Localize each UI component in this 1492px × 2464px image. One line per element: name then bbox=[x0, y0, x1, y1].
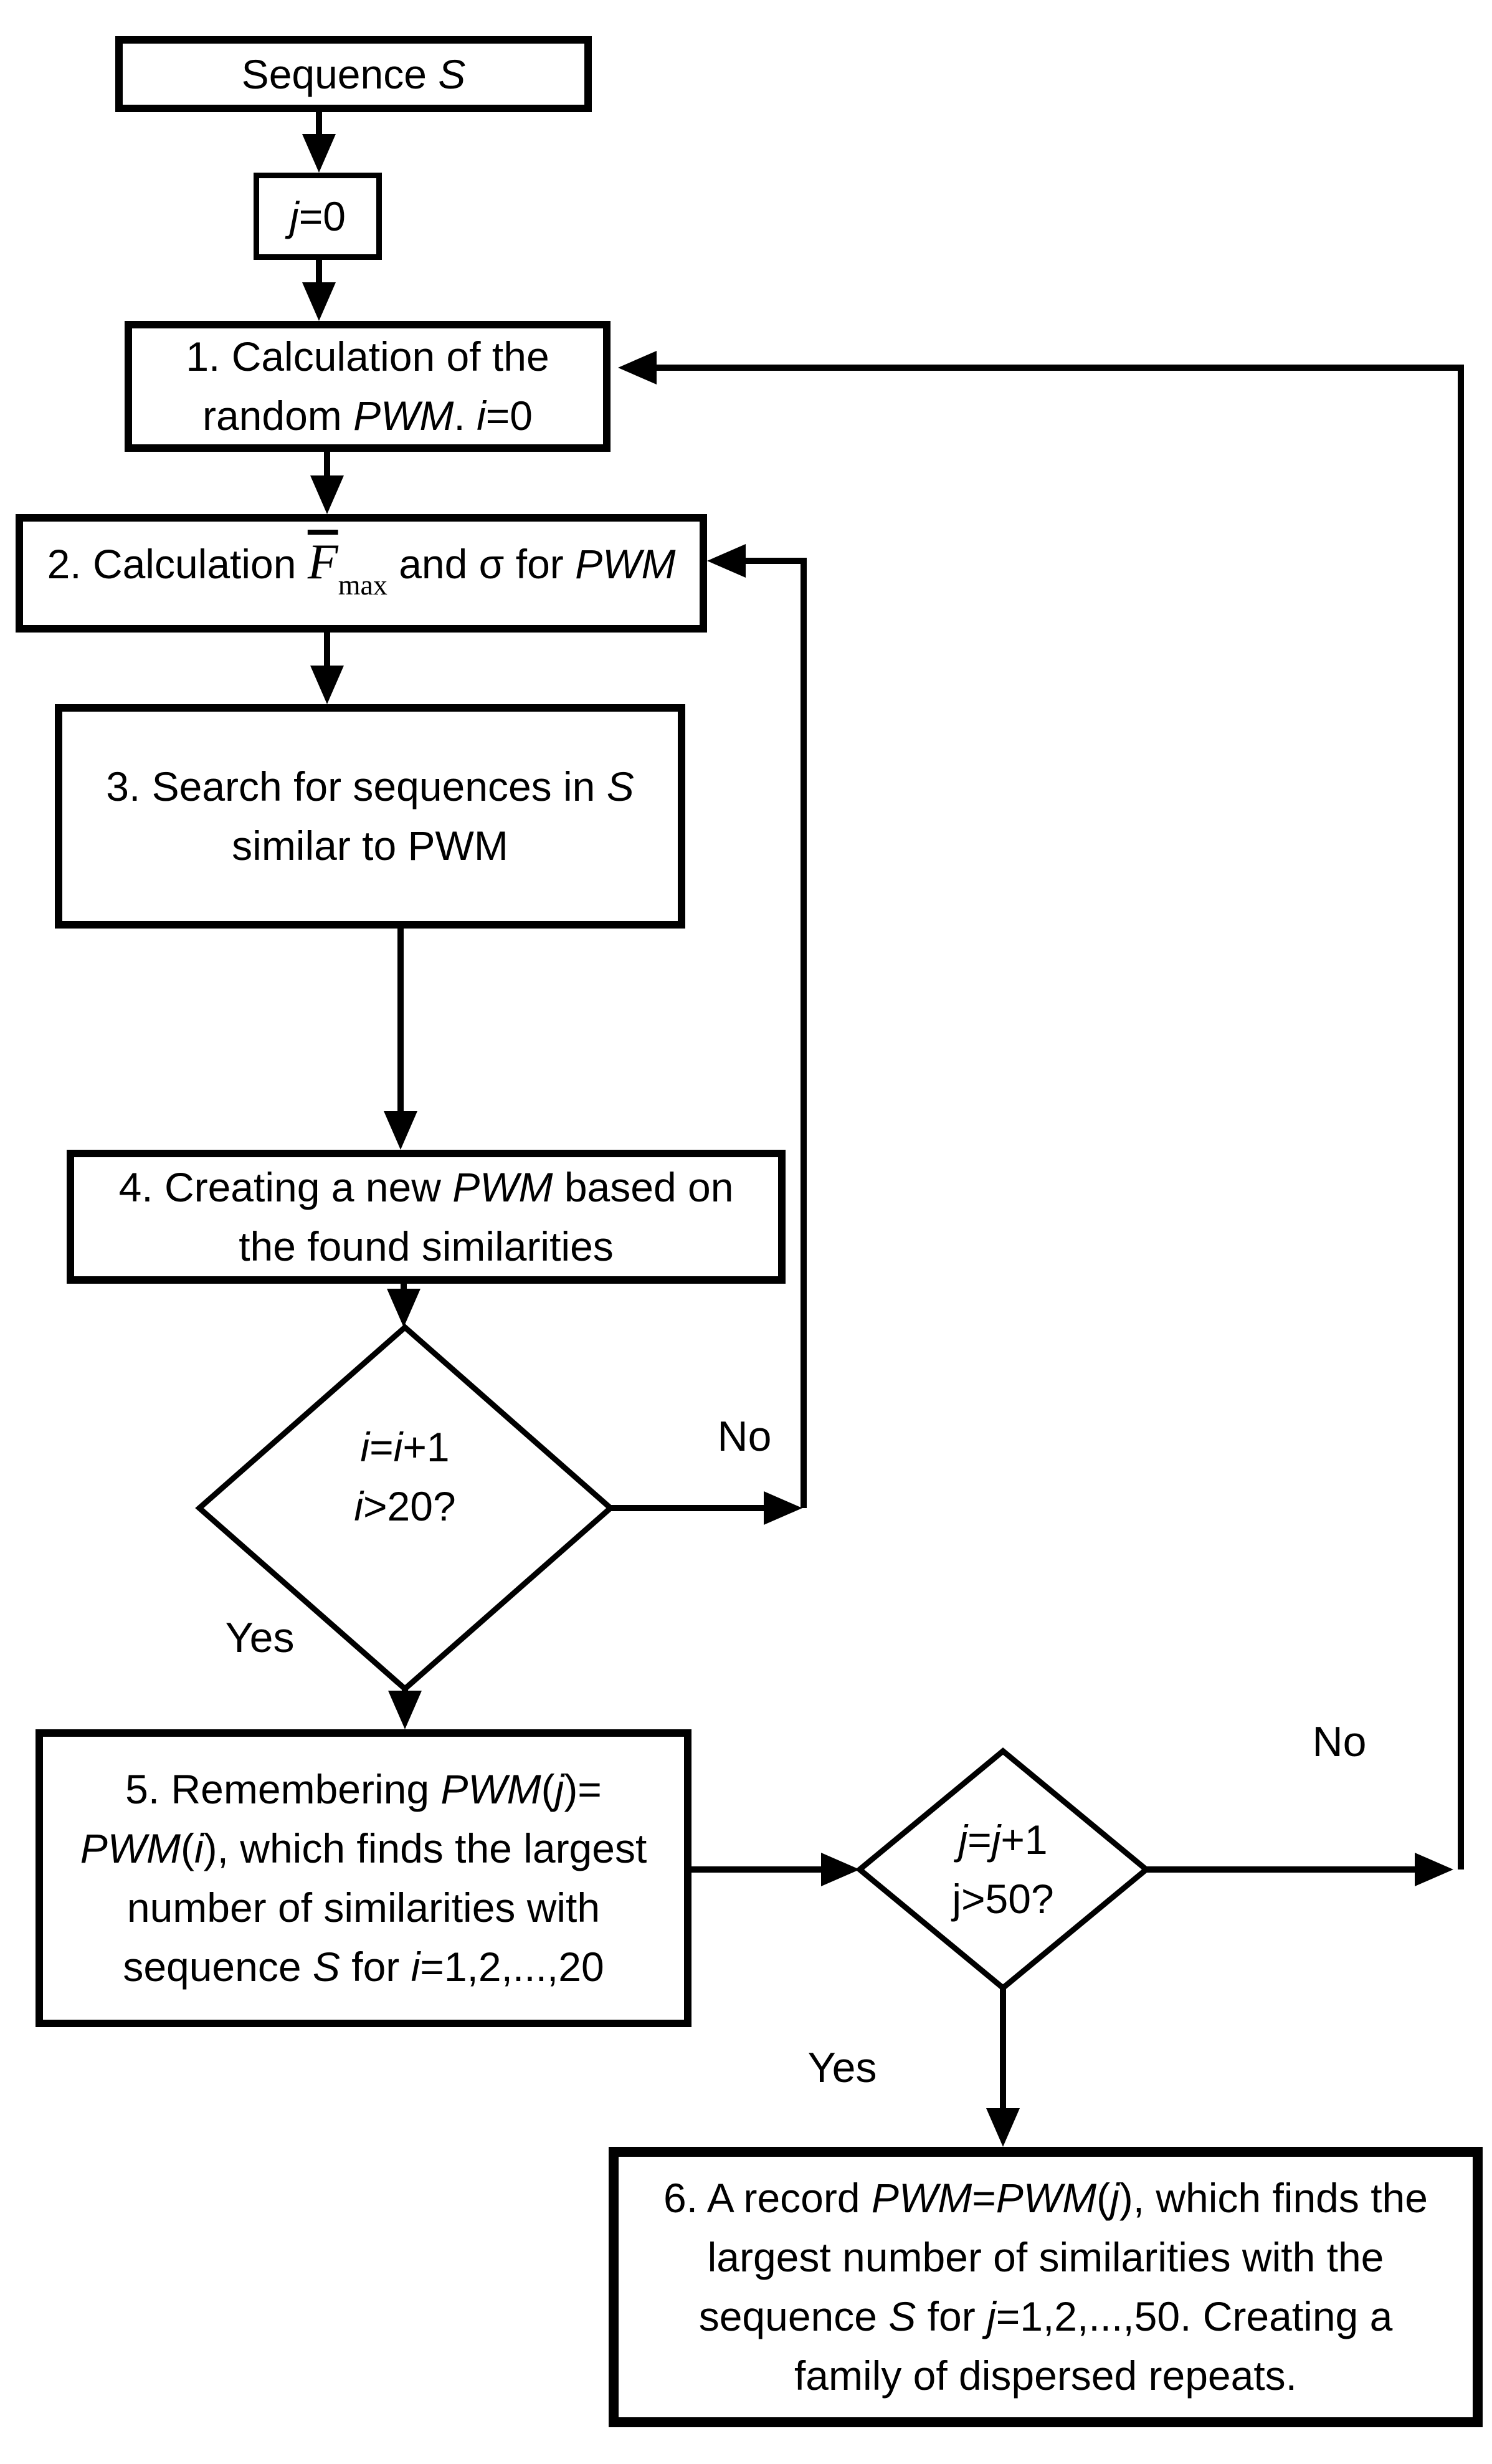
no-label-dec2: No bbox=[1312, 1718, 1367, 1765]
node-step5-remembering-pwm: 5. Remembering PWM(j)= PWM(i), which fin… bbox=[36, 1729, 691, 2027]
dec1-line-2: i>20? bbox=[354, 1483, 456, 1529]
step6-line-1: 6. A record PWM=PWM(j), which finds the bbox=[663, 2175, 1428, 2221]
node-step6-record-pwm: 6. A record PWM=PWM(j), which finds the … bbox=[609, 2147, 1483, 2427]
dec1-line-1: i=i+1 bbox=[360, 1424, 450, 1470]
arrowhead-seq-to-j0 bbox=[302, 134, 336, 173]
node-sequence-s: Sequence S bbox=[115, 36, 592, 112]
step4-line-1: 4. Creating a new PWM based on bbox=[118, 1163, 734, 1210]
step3-line-2: similar to PWM bbox=[232, 823, 508, 869]
step6-line-3: sequence S for j=1,2,...,50. Creating a bbox=[698, 2293, 1393, 2339]
arrowhead-step3-to-step4 bbox=[384, 1111, 417, 1150]
dec2-line-1: j=j+1 bbox=[958, 1817, 1048, 1863]
decision-j-gt-50-text: j=j+1 j>50? bbox=[885, 1788, 1121, 1951]
no-label-dec1: No bbox=[717, 1413, 772, 1460]
step5-line-1: 5. Remembering PWM(j)= bbox=[125, 1766, 602, 1812]
arrowhead-step1-to-step2 bbox=[310, 475, 344, 514]
decision-i-gt-20-text: i=i+1 i>20? bbox=[262, 1390, 548, 1564]
arrowhead-dec2-yes-to-step6 bbox=[986, 2108, 1020, 2147]
line-inner-feedback bbox=[743, 558, 807, 1508]
arrowhead-step5-to-dec2 bbox=[821, 1853, 860, 1886]
step2-line-1: 2. Calculation Fmax and σ for PWM bbox=[47, 534, 676, 601]
arrowhead-step4-to-dec1 bbox=[387, 1289, 421, 1327]
arrowhead-step2-to-step3 bbox=[310, 666, 344, 704]
node-step1-random-pwm: 1. Calculation of the random PWM. i=0 bbox=[125, 321, 611, 452]
step3-line-1: 3. Search for sequences in S bbox=[106, 763, 634, 809]
line-outer-feedback bbox=[653, 365, 1464, 1869]
yes-label-dec2: Yes bbox=[807, 2044, 877, 2091]
node-j-equals-0-text: j=0 bbox=[290, 193, 346, 239]
step1-line-2: random PWM. i=0 bbox=[202, 393, 533, 439]
step6-line-2: largest number of similarities with the bbox=[707, 2234, 1384, 2280]
step1-line-1: 1. Calculation of the bbox=[186, 333, 549, 380]
dec2-line-2: j>50? bbox=[952, 1876, 1054, 1922]
step5-line-3: number of similarities with bbox=[126, 1884, 601, 1931]
arrowhead-inner-feedback-into-step2 bbox=[707, 544, 746, 578]
arrowhead-outer-feedback-into-step1 bbox=[618, 351, 657, 384]
step6-line-4: family of dispersed repeats. bbox=[794, 2352, 1298, 2399]
node-step3-search-sequences: 3. Search for sequences in S similar to … bbox=[55, 704, 685, 929]
node-step2-fmax-sigma: 2. Calculation Fmax and σ for PWM bbox=[16, 514, 707, 633]
arrowhead-j0-to-step1 bbox=[302, 282, 336, 321]
arrowhead-dec2-no-corner bbox=[1415, 1853, 1453, 1886]
yes-label-dec1: Yes bbox=[225, 1614, 295, 1661]
arrowhead-dec1-no-corner bbox=[764, 1491, 802, 1525]
step4-line-2: the found similarities bbox=[239, 1223, 614, 1269]
step5-line-4: sequence S for i=1,2,...,20 bbox=[123, 1944, 604, 1990]
node-step4-creating-new-pwm: 4. Creating a new PWM based on the found… bbox=[67, 1150, 786, 1284]
step5-line-2: PWM(i), which finds the largest bbox=[80, 1825, 647, 1871]
node-sequence-s-text: Sequence S bbox=[241, 50, 466, 97]
node-j-equals-0: j=0 bbox=[254, 173, 382, 260]
arrowhead-dec1-yes-to-step5 bbox=[388, 1691, 422, 1729]
